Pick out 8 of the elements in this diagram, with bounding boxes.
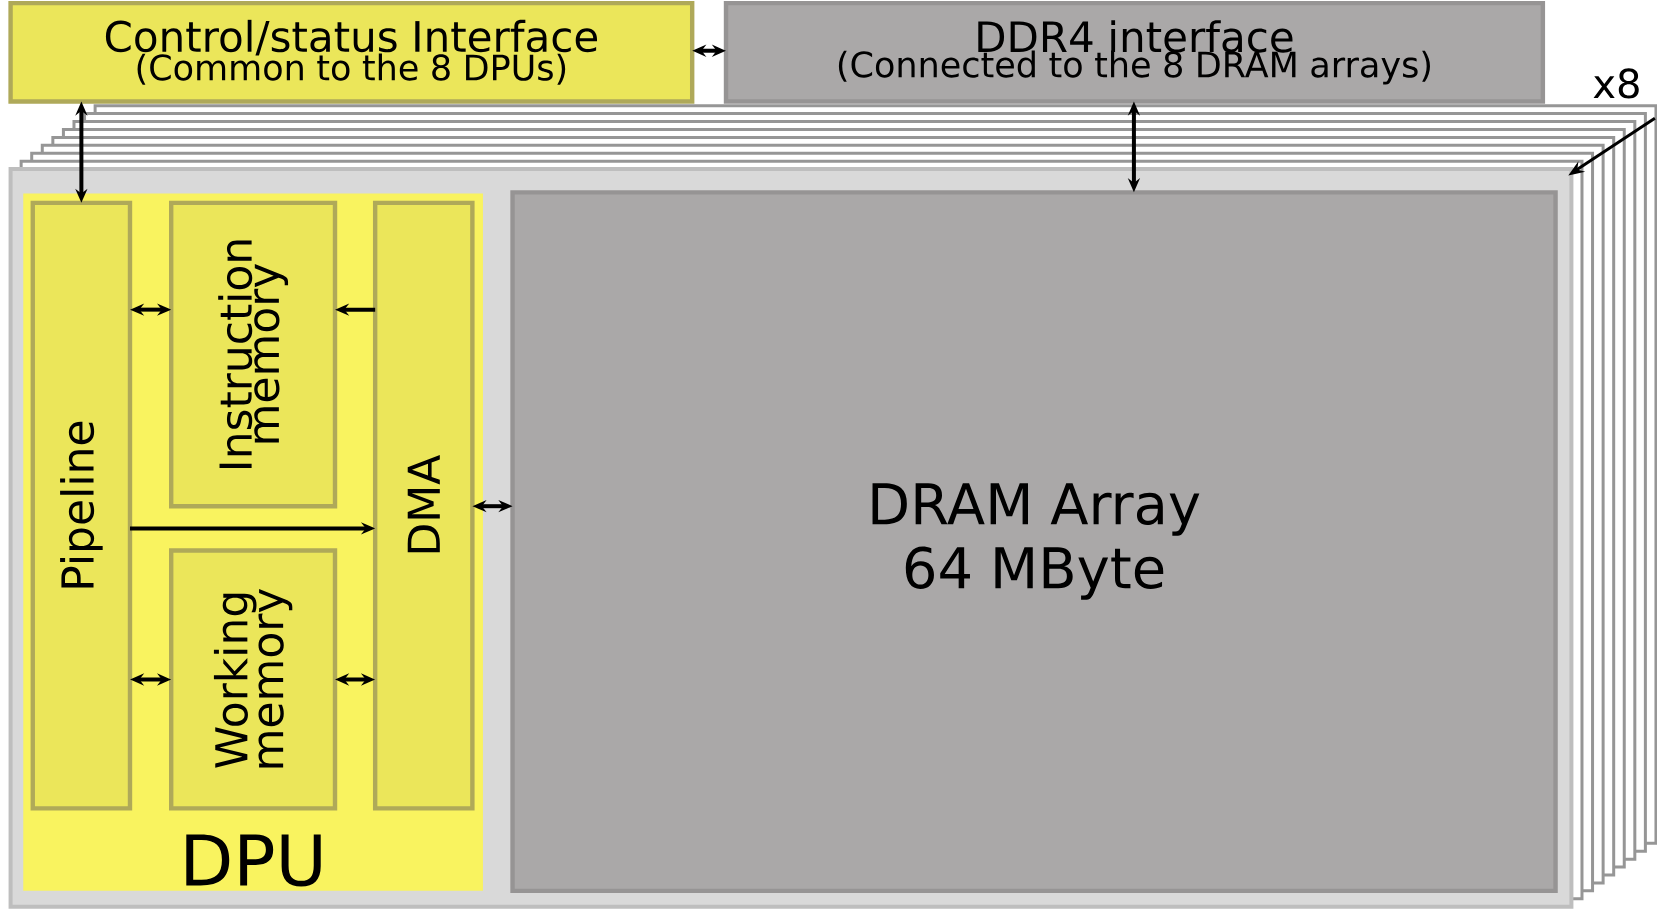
pipeline-box: Pipeline	[30, 200, 133, 811]
interface-box: DDR4 interface (Connected to the 8 DRAM arrays)	[723, 1, 1546, 104]
interface-box: Control/status Interface (Common to the 8 DPUs)	[8, 1, 695, 104]
memory-box: Instruction memory	[169, 200, 338, 509]
dram-array-box: DRAM Array 64 MByte	[510, 190, 1558, 894]
dma-box: DMA	[372, 200, 475, 811]
multiplier-label: x8	[1593, 68, 1639, 99]
memory-box: Working memory	[169, 548, 338, 811]
